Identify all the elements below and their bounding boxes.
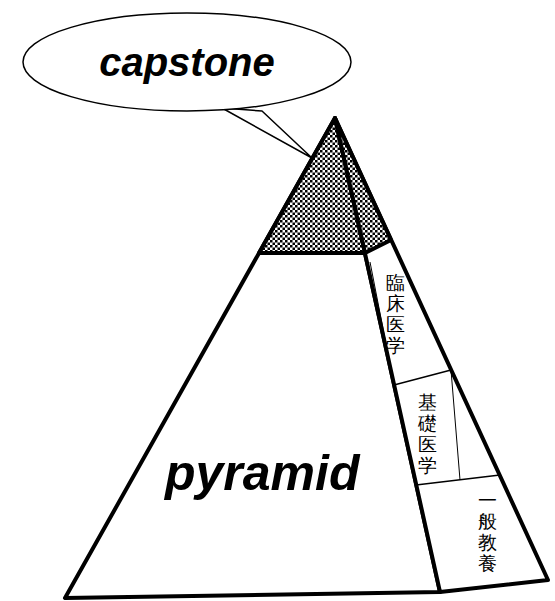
callout-ellipse: capstone bbox=[22, 12, 352, 112]
band-text: 一般教養 bbox=[478, 490, 497, 574]
band-label: 基礎医学 bbox=[418, 392, 437, 476]
callout-tail bbox=[222, 108, 312, 158]
callout-text: capstone bbox=[99, 40, 275, 85]
capstone-side bbox=[335, 118, 391, 253]
band-divider bbox=[416, 475, 500, 485]
band-text: 臨床医学 bbox=[386, 272, 405, 356]
band-divider bbox=[394, 370, 451, 385]
band-label: 一般教養 bbox=[478, 490, 497, 574]
pyramid-front-face bbox=[65, 118, 440, 598]
band-label: 臨床医学 bbox=[386, 272, 405, 356]
band-text: 基礎医学 bbox=[418, 392, 437, 476]
face-label: pyramid bbox=[165, 444, 360, 502]
pyramid-side-face bbox=[335, 118, 548, 592]
band-edge bbox=[451, 370, 460, 480]
